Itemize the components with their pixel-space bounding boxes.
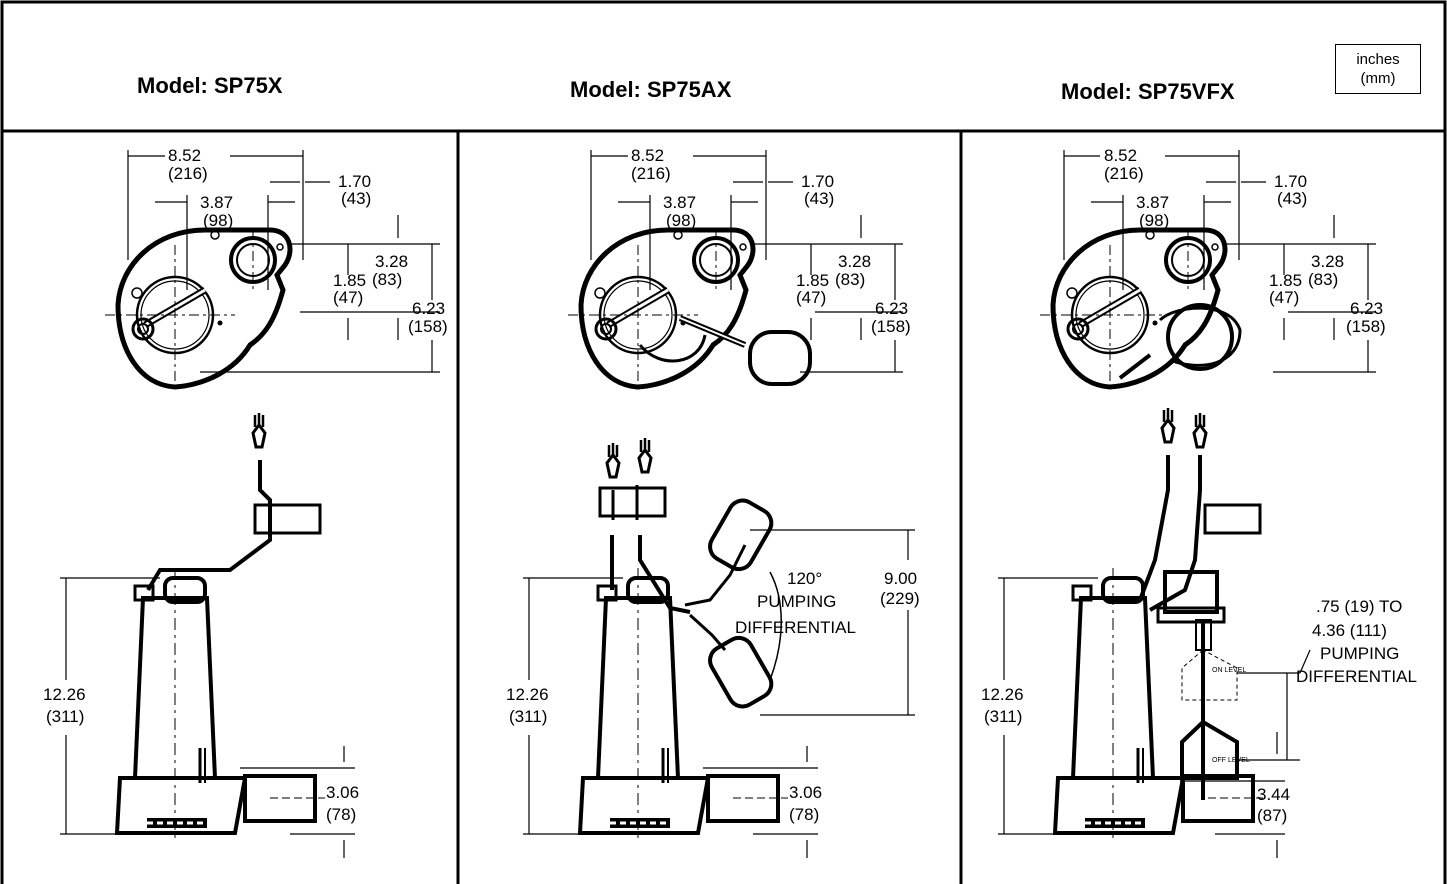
- sp75vfx-dimension-lines: [998, 150, 1376, 858]
- dim-width-mm-2: (216): [631, 164, 671, 183]
- units-legend: inches (mm): [1335, 44, 1421, 94]
- dim-depth-total-mm: (158): [408, 317, 448, 336]
- dim-inlet-mm: (78): [326, 805, 356, 824]
- dim-edge-in: 1.70: [338, 172, 371, 191]
- model-title-sp75vfx: Model: SP75VFX: [1061, 79, 1235, 104]
- dim-depth-a-mm: (83): [372, 270, 402, 289]
- sp75x-elevation: [115, 411, 327, 840]
- dim-depth-b-in-3: 1.85: [1269, 271, 1302, 290]
- sp75ax-dimension-lines: [523, 150, 915, 858]
- dim-depth-b-in: 1.85: [333, 271, 366, 290]
- dim-edge-in-3: 1.70: [1274, 172, 1307, 191]
- units-inches: inches: [1356, 51, 1400, 68]
- dim-width-in-2: 8.52: [631, 146, 664, 165]
- on-level-tag: ON LEVEL: [1212, 667, 1246, 674]
- sp75ax-plan-view: [568, 230, 812, 387]
- dim-depth-b-mm: (47): [333, 288, 363, 307]
- dim-width-in: 8.52: [168, 146, 201, 165]
- vfx-label-pumping: PUMPING: [1320, 644, 1399, 663]
- float-span-in: 9.00: [884, 569, 917, 588]
- float-span-mm: (229): [880, 589, 920, 608]
- dim-edge-in-2: 1.70: [801, 172, 834, 191]
- dim-width-mm-3: (216): [1104, 164, 1144, 183]
- dim-width-mm: (216): [168, 164, 208, 183]
- dim-height-mm-2: (311): [509, 707, 547, 726]
- dim-height-in-2: 12.26: [506, 685, 549, 704]
- dim-height-mm: (311): [46, 707, 84, 726]
- dim-discharge-offset-in: 3.87: [200, 193, 233, 212]
- dim-discharge-offset-mm-3: (98): [1139, 211, 1169, 230]
- dim-discharge-offset-in-3: 3.87: [1136, 193, 1169, 212]
- sp75x-dimension-lines: [60, 150, 440, 858]
- dim-width-in-3: 8.52: [1104, 146, 1137, 165]
- vfx-label-differential: DIFFERENTIAL: [1296, 667, 1417, 686]
- dim-depth-total-mm-3: (158): [1346, 317, 1386, 336]
- dim-edge-mm-3: (43): [1277, 189, 1307, 208]
- sp75vfx-elevation: ON LEVEL OFF LEVEL: [1053, 406, 1265, 840]
- sp75ax-elevation: [578, 436, 790, 840]
- dim-depth-a-in-3: 3.28: [1311, 252, 1344, 271]
- dim-depth-b-mm-3: (47): [1269, 288, 1299, 307]
- dim-inlet-in-2: 3.06: [789, 783, 822, 802]
- dim-discharge-offset-mm-2: (98): [666, 211, 696, 230]
- dim-depth-a-mm-2: (83): [835, 270, 865, 289]
- dim-depth-b-mm-2: (47): [796, 288, 826, 307]
- dim-height-in: 12.26: [43, 685, 86, 704]
- dim-edge-mm: (43): [341, 189, 371, 208]
- model-title-sp75ax: Model: SP75AX: [570, 77, 732, 102]
- vfx-range-line1: .75 (19) TO: [1316, 597, 1402, 616]
- dim-vfx-inlet-in: 3.44: [1257, 785, 1290, 804]
- dim-edge-mm-2: (43): [804, 189, 834, 208]
- dim-depth-total-in-3: 6.23: [1350, 299, 1383, 318]
- dim-inlet-in: 3.06: [326, 783, 359, 802]
- float-angle: 120°: [787, 569, 822, 588]
- dim-depth-a-mm-3: (83): [1308, 270, 1338, 289]
- float-label-differential: DIFFERENTIAL: [735, 618, 856, 637]
- dim-vfx-inlet-mm: (87): [1257, 806, 1287, 825]
- dim-height-in-3: 12.26: [981, 685, 1024, 704]
- units-mm: (mm): [1360, 70, 1396, 87]
- sp75x-plan-view: [105, 230, 290, 387]
- dim-inlet-mm-2: (78): [789, 805, 819, 824]
- dim-depth-a-in: 3.28: [375, 252, 408, 271]
- float-label-pumping: PUMPING: [757, 592, 836, 611]
- dim-depth-b-in-2: 1.85: [796, 271, 829, 290]
- sp75ax-dimension-labels: 8.52 (216) 3.87 (98) 1.70 (43) 3.28 1.85…: [506, 146, 920, 824]
- vfx-range-line2: 4.36 (111): [1312, 621, 1387, 640]
- model-title-sp75x: Model: SP75X: [137, 73, 283, 98]
- off-level-tag: OFF LEVEL: [1212, 757, 1250, 764]
- dim-height-mm-3: (311): [984, 707, 1022, 726]
- sp75x-dimension-labels: 8.52 (216) 3.87 (98) 1.70 (43) 3.28 1.85…: [43, 146, 448, 824]
- dim-depth-a-in-2: 3.28: [838, 252, 871, 271]
- sp75vfx-plan-view: [1040, 230, 1242, 387]
- dim-depth-total-mm-2: (158): [871, 317, 911, 336]
- dim-discharge-offset-in-2: 3.87: [663, 193, 696, 212]
- dim-depth-total-in: 6.23: [412, 299, 445, 318]
- sp75vfx-dimension-labels: 8.52 (216) 3.87 (98) 1.70 (43) 3.28 1.85…: [981, 146, 1417, 825]
- dim-depth-total-in-2: 6.23: [875, 299, 908, 318]
- dim-discharge-offset-mm: (98): [203, 211, 233, 230]
